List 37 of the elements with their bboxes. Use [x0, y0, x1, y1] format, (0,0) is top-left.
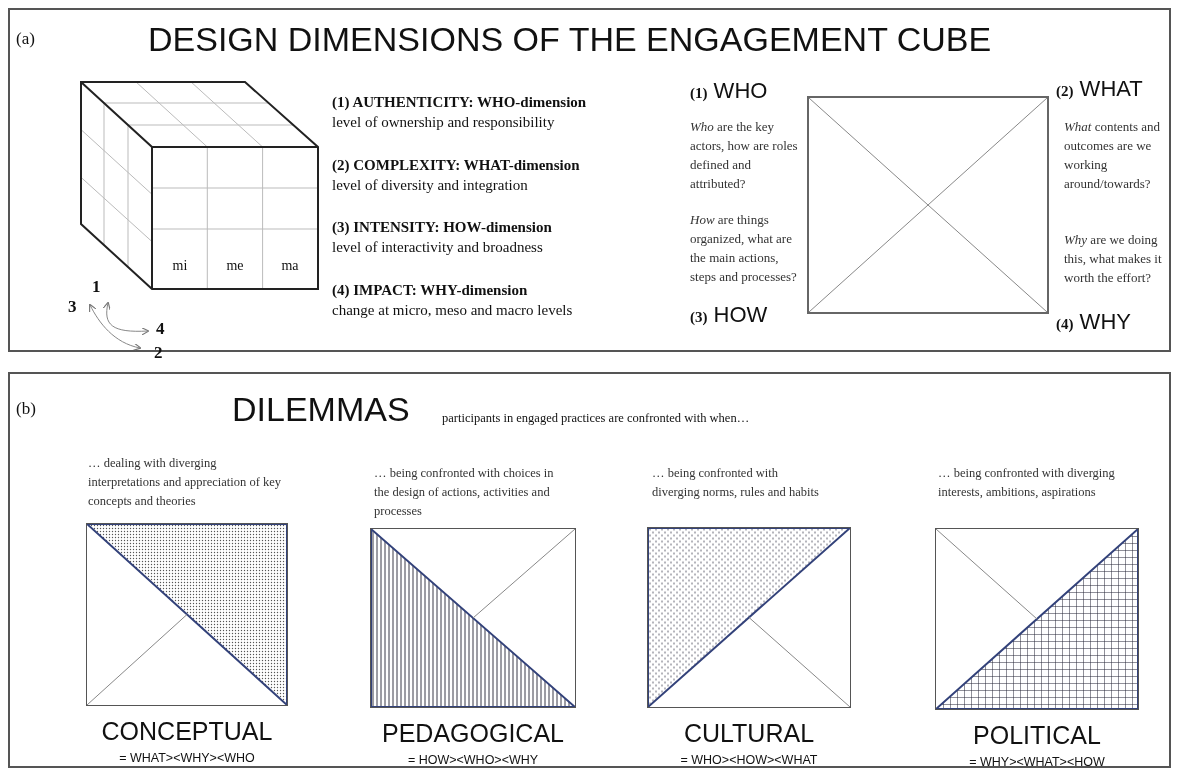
- dimension-heading: (3) HOW: [690, 304, 768, 326]
- dimension-formula: = WHAT><WHY><WHO: [119, 752, 255, 765]
- dimension-question: What contents and outcomes are we working around/towards?: [1064, 118, 1162, 193]
- dimension-heading: (1) WHO: [690, 80, 768, 102]
- dimension-heading: (2) WHAT: [1056, 78, 1143, 100]
- dilemma-square: [935, 528, 1139, 710]
- dilemma-description: … dealing with diverging interpretations and appreciation of key concepts and theories: [88, 455, 282, 510]
- axis-number: 3: [68, 298, 77, 315]
- dilemma-square: [647, 527, 851, 708]
- dimension-heading: (4) WHY: [1056, 311, 1131, 333]
- dilemma-description: … being confronted with diverging norms, rules and habits: [652, 465, 820, 501]
- panel-letter: (a): [16, 30, 35, 47]
- dimension-formula: = WHY><WHAT><HOW: [969, 756, 1105, 769]
- cube-level-label: ma: [281, 259, 299, 273]
- dimension-question: Who are the key actors, how are roles defined and attributed?: [690, 118, 799, 193]
- quadrant-square: [807, 96, 1049, 314]
- panel-frame: [8, 372, 1171, 768]
- dimension-formula: = HOW><WHO><WHY: [407, 754, 539, 767]
- panel-title: DESIGN DIMENSIONS OF THE ENGAGEMENT CUBE: [148, 22, 992, 56]
- dimension-question: Why are we doing this, what makes it worth the effort?: [1064, 231, 1163, 287]
- dilemma-square: [370, 528, 576, 708]
- dimension-question: How are things organized, what are the main actions, steps and processes?: [690, 211, 798, 286]
- axis-number: 1: [92, 278, 101, 295]
- dilemma-name: PEDAGOGICAL: [382, 721, 564, 746]
- dilemma-square: [86, 523, 288, 706]
- panel-subtitle: participants in engaged practices are confronted with when…: [442, 412, 750, 425]
- dilemma-name: POLITICAL: [973, 723, 1101, 748]
- panel-title: DILEMMAS: [232, 392, 410, 426]
- dilemma-description: … being confronted with diverging interests, ambitions, aspirations: [938, 465, 1116, 501]
- cube-level-label: me: [226, 259, 244, 273]
- dilemma-name: CONCEPTUAL: [101, 719, 273, 744]
- axis-number: 4: [156, 320, 165, 337]
- panel-letter: (b): [16, 400, 36, 417]
- dilemma-description: … being confronted with choices in the design of actions, activities and processes: [374, 465, 555, 520]
- dimension-formula: = WHO><HOW><WHAT: [680, 754, 818, 767]
- dilemma-name: CULTURAL: [683, 721, 815, 746]
- cube-level-label: mi: [172, 259, 188, 273]
